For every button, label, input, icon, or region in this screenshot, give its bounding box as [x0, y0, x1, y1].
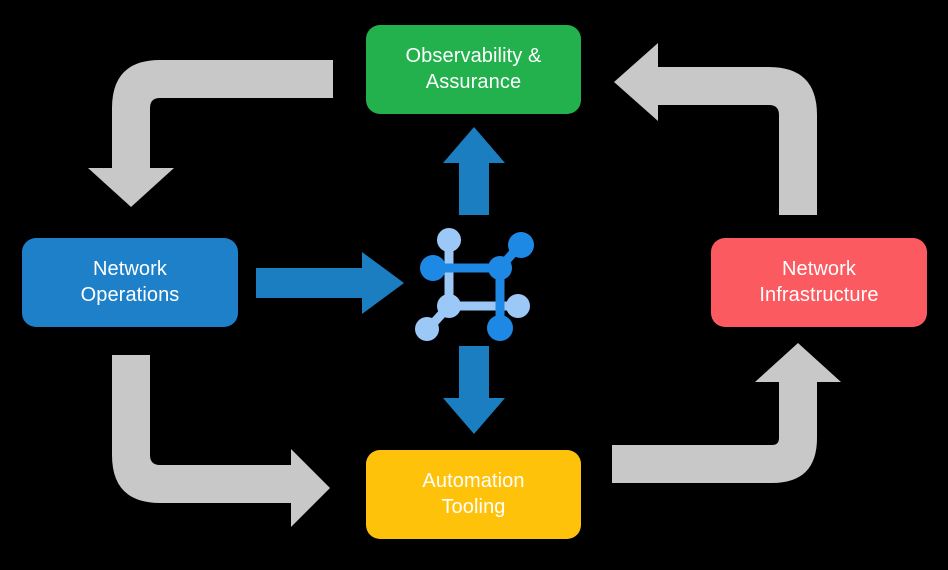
network-topology-icon: [412, 218, 536, 342]
arrow-center-to-observability: [443, 127, 505, 215]
node-infrastructure-label: Network Infrastructure: [759, 257, 879, 306]
node-automation-label: Automation Tooling: [422, 469, 525, 518]
node-network-infrastructure[interactable]: Network Infrastructure: [711, 238, 927, 327]
node-observability-assurance[interactable]: Observability & Assurance: [366, 25, 581, 114]
icon-nodes-dark: [420, 232, 534, 341]
arrow-infrastructure-to-observability: [614, 43, 817, 215]
icon-nodes-light: [415, 228, 530, 341]
arrow-center-to-automation: [443, 346, 505, 434]
arrow-observability-to-operations: [88, 60, 333, 207]
node-network-operations[interactable]: Network Operations: [22, 238, 238, 327]
arrow-automation-to-infrastructure: [612, 343, 841, 483]
arrow-operations-to-center: [256, 252, 404, 314]
node-observability-label: Observability & Assurance: [405, 44, 542, 93]
node-automation-tooling[interactable]: Automation Tooling: [366, 450, 581, 539]
arrow-operations-to-automation: [112, 355, 330, 527]
node-operations-label: Network Operations: [80, 257, 180, 306]
